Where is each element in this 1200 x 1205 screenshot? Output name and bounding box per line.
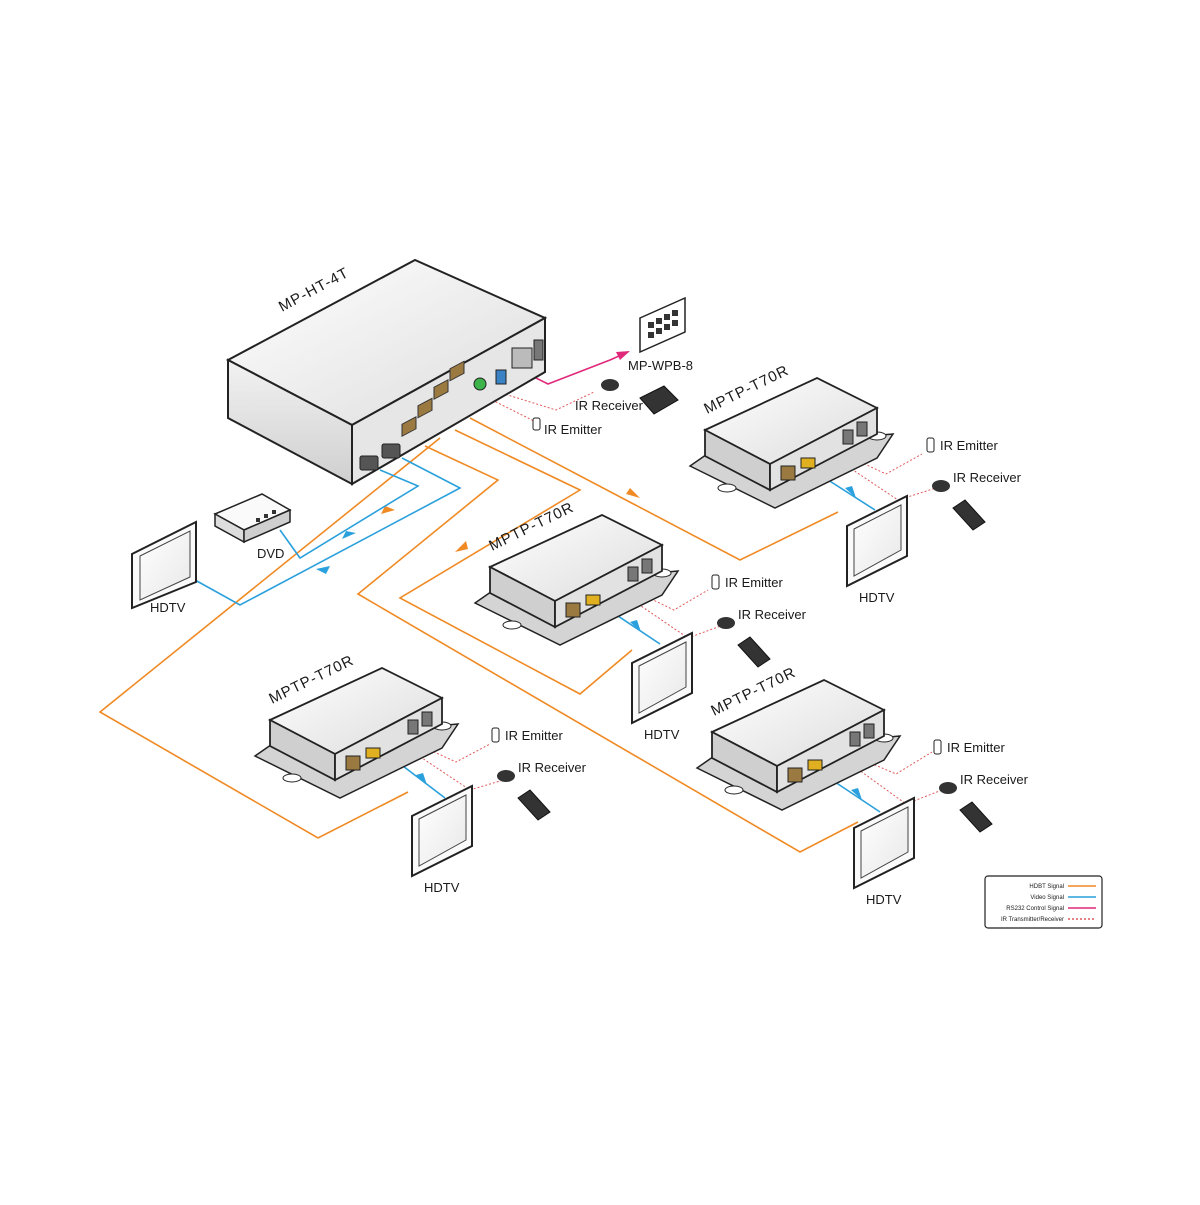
- main-ir-emitter-label: IR Emitter: [544, 422, 602, 437]
- receiver-ir-port: [407, 719, 419, 735]
- video-cable-receiver-1: [824, 477, 876, 511]
- remote-control-icon: [952, 499, 986, 531]
- receiver-hdbt-port: [565, 602, 581, 618]
- hdtv: [411, 784, 473, 878]
- mounting-hole: [724, 785, 744, 795]
- hdtv: [631, 631, 693, 725]
- mounting-hole: [282, 773, 302, 783]
- ir-emitter-label: IR Emitter: [505, 728, 563, 743]
- remote-control-icon: [959, 801, 993, 833]
- hdtv-label: HDTV: [859, 590, 895, 605]
- hdbt-cable-to-receiver-4: [356, 445, 859, 853]
- receiver-power-port: [863, 723, 875, 739]
- ir-receiver-label: IR Receiver: [960, 772, 1029, 787]
- hdtv-label: HDTV: [866, 892, 902, 907]
- hdtv: [853, 796, 915, 890]
- hdtv-label: HDTV: [424, 880, 460, 895]
- video-arrows: [316, 486, 862, 800]
- hdbt-cable-to-receiver-3: [98, 437, 441, 839]
- rs232-arrow: [616, 351, 630, 360]
- ir-receiver-label: IR Receiver: [953, 470, 1022, 485]
- receiver-front: [334, 696, 443, 782]
- ir-emitter-icon: [491, 727, 500, 743]
- wall-panel: MP-WPB-8: [628, 296, 693, 373]
- remote-control-icon: [639, 385, 679, 415]
- main-unit-rs232-port: [511, 347, 533, 369]
- main-unit-control-port: [495, 369, 507, 385]
- ir-receiver-label: IR Receiver: [738, 607, 807, 622]
- ir-receiver-icon: [717, 617, 735, 629]
- dvd-label: DVD: [257, 546, 284, 561]
- legend-label: IR Transmitter/Receiver: [1001, 917, 1064, 923]
- dvd-player: DVD: [213, 493, 292, 561]
- ir-receiver-icon: [932, 480, 950, 492]
- receiver-ir-port: [842, 429, 854, 445]
- receiver-front: [554, 543, 663, 629]
- ir-receiver-icon: [939, 782, 957, 794]
- main-unit-side: [227, 358, 353, 486]
- hdtv: [846, 494, 908, 588]
- receiver-power-port: [421, 711, 433, 727]
- hdbt-cables: [98, 417, 859, 853]
- receiver-hdmi-port: [365, 747, 381, 759]
- main-ir-receiver-label: IR Receiver: [575, 398, 644, 413]
- receiver-ir-port: [849, 731, 861, 747]
- receiver-hdbt-port: [780, 465, 796, 481]
- main-ir-emitter: IR Emitter: [532, 417, 602, 437]
- receiver-front: [769, 406, 878, 492]
- receiver-power-port: [856, 421, 868, 437]
- receiver-hdmi-port: [807, 759, 823, 771]
- video-cables: [194, 457, 881, 813]
- receiver-hdbt-port: [787, 767, 803, 783]
- video-cable-local-hdtv: [194, 457, 462, 606]
- video-cable-receiver-4: [831, 779, 881, 813]
- receiver-power-port: [641, 558, 653, 574]
- receiver-hdmi-port: [585, 594, 601, 606]
- main-ir-receiver: IR Receiver: [575, 379, 644, 413]
- main-unit-power-port: [533, 339, 544, 361]
- ir-emitter-label: IR Emitter: [940, 438, 998, 453]
- mounting-hole: [717, 483, 737, 493]
- legend-label: HDBT Signal: [1029, 884, 1064, 890]
- video-cable-dvd: [279, 469, 420, 560]
- video-cable-receiver-2: [611, 611, 661, 645]
- legend-label: RS232 Control Signal: [1006, 906, 1064, 912]
- local-hdtv-label: HDTV: [150, 600, 186, 615]
- ir-emitter-label: IR Emitter: [947, 740, 1005, 755]
- remote-control-icon: [517, 789, 551, 821]
- hdtv-label: HDTV: [644, 727, 680, 742]
- ir-emitter-icon: [711, 574, 720, 590]
- ir-receiver-icon: [497, 770, 515, 782]
- ir-emitter-icon: [933, 739, 942, 755]
- legend-box: [984, 875, 1103, 929]
- ir-emitter-label: IR Emitter: [725, 575, 783, 590]
- hdbt-cable-to-receiver-1: [469, 417, 839, 561]
- receiver-front: [776, 708, 885, 794]
- remote-control-icon: [737, 636, 771, 668]
- main-unit-ir-port: [473, 377, 487, 391]
- ir-emitter-icon: [926, 437, 935, 453]
- legend-label: Video Signal: [1030, 895, 1064, 901]
- receiver-hdbt-port: [345, 755, 361, 771]
- local-hdtv: HDTV: [131, 520, 197, 615]
- main-unit-hdmi-ports: [359, 443, 401, 471]
- hdbt-arrows: [381, 488, 640, 552]
- hdbt-cable-to-receiver-2: [398, 429, 633, 695]
- receiver-hdmi-port: [800, 457, 816, 469]
- receiver-ir-port: [627, 566, 639, 582]
- ir-receiver-label: IR Receiver: [518, 760, 587, 775]
- main-unit-hdbt-ports: [401, 360, 465, 438]
- mounting-hole: [502, 620, 522, 630]
- wall-panel-label: MP-WPB-8: [628, 358, 693, 373]
